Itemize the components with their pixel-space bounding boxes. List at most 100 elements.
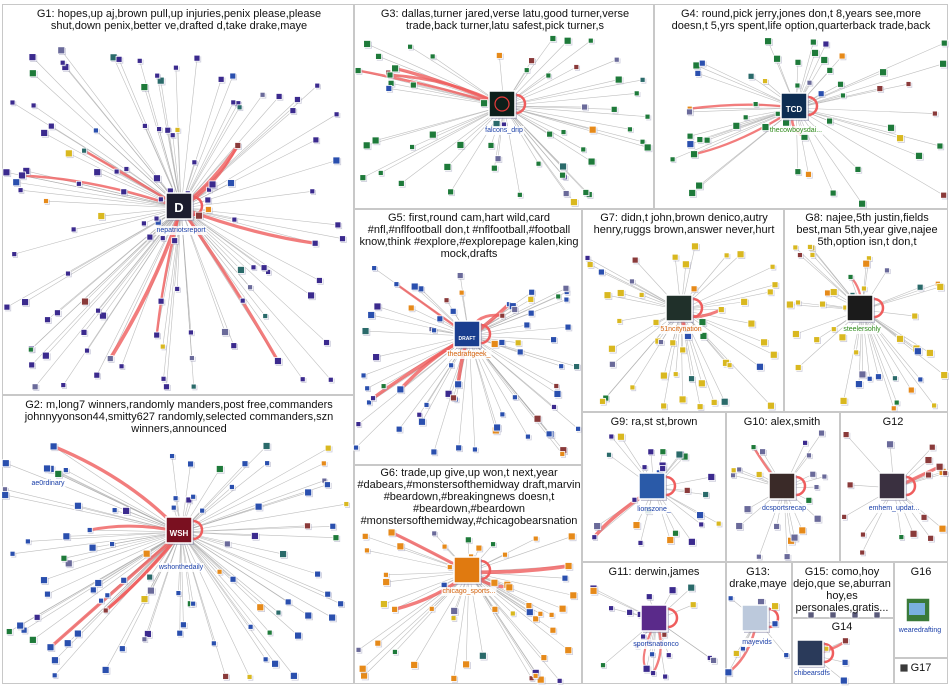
user-node bbox=[136, 57, 143, 64]
user-node bbox=[157, 196, 164, 203]
user-node bbox=[456, 272, 464, 279]
user-node bbox=[142, 122, 148, 129]
group-g3-cluster bbox=[354, 35, 653, 207]
user-node bbox=[75, 180, 82, 187]
user-node bbox=[284, 598, 292, 606]
hub-node-g14 bbox=[796, 639, 824, 667]
user-node bbox=[314, 82, 321, 89]
user-node bbox=[917, 376, 924, 383]
user-node bbox=[104, 592, 111, 599]
hub-label-nepatriotsreport: nepatriotsreport bbox=[155, 226, 207, 235]
user-node bbox=[665, 652, 672, 659]
user-node bbox=[794, 82, 801, 89]
user-node bbox=[153, 331, 161, 339]
user-node bbox=[614, 75, 623, 84]
user-node bbox=[92, 127, 99, 134]
user-node bbox=[679, 346, 687, 354]
user-node bbox=[490, 541, 496, 548]
user-node bbox=[332, 156, 341, 165]
user-node bbox=[819, 300, 826, 308]
user-node bbox=[698, 521, 705, 528]
user-node bbox=[93, 371, 101, 379]
user-node bbox=[27, 346, 34, 353]
user-node bbox=[717, 306, 725, 314]
user-node-g15 bbox=[851, 611, 859, 619]
user-node bbox=[60, 554, 68, 562]
user-node bbox=[752, 101, 759, 107]
user-node bbox=[256, 603, 265, 612]
user-node bbox=[294, 631, 303, 640]
user-node bbox=[140, 595, 149, 604]
user-node bbox=[581, 103, 588, 111]
user-node bbox=[639, 138, 646, 145]
user-node bbox=[141, 636, 148, 643]
user-node bbox=[205, 206, 212, 213]
user-node bbox=[73, 629, 82, 638]
user-node bbox=[661, 631, 668, 638]
hub-icon-draft: DRAFT bbox=[459, 336, 476, 342]
edge bbox=[47, 531, 182, 595]
user-node bbox=[40, 129, 49, 137]
user-node bbox=[88, 543, 97, 552]
edge bbox=[102, 207, 182, 316]
edge bbox=[795, 107, 863, 204]
user-node bbox=[546, 130, 554, 138]
user-node bbox=[689, 601, 697, 609]
user-node bbox=[271, 659, 280, 668]
user-node bbox=[458, 289, 465, 296]
user-node bbox=[12, 178, 21, 187]
user-node bbox=[839, 676, 848, 685]
user-node bbox=[545, 430, 553, 438]
user-node bbox=[573, 64, 580, 70]
user-node bbox=[146, 233, 154, 241]
edge bbox=[180, 531, 250, 678]
user-node bbox=[93, 168, 102, 177]
user-node bbox=[199, 507, 206, 514]
user-node bbox=[669, 156, 676, 163]
user-node bbox=[227, 179, 235, 187]
user-node bbox=[523, 321, 531, 329]
user-node bbox=[304, 611, 313, 620]
user-node bbox=[62, 532, 71, 541]
user-node bbox=[329, 522, 337, 530]
edge bbox=[180, 503, 347, 533]
user-node bbox=[743, 505, 752, 514]
user-node bbox=[688, 189, 697, 197]
user-node bbox=[362, 141, 371, 150]
user-node bbox=[927, 534, 935, 542]
user-node bbox=[307, 291, 315, 300]
user-node bbox=[86, 527, 93, 533]
user-node bbox=[597, 268, 605, 276]
strong-edge bbox=[179, 207, 280, 362]
user-node bbox=[84, 347, 90, 354]
user-node bbox=[582, 189, 590, 196]
user-node bbox=[715, 520, 722, 527]
user-node bbox=[323, 339, 330, 346]
user-node bbox=[275, 609, 282, 616]
group-panel-border bbox=[354, 209, 582, 465]
user-node bbox=[553, 383, 560, 389]
user-node-g17 bbox=[899, 663, 909, 673]
user-node bbox=[222, 673, 230, 680]
hub-label-wearedrafting: wearedrafting bbox=[897, 626, 943, 635]
user-node bbox=[502, 551, 508, 558]
user-node bbox=[925, 349, 934, 357]
hub-label-mayevids: mayevids bbox=[741, 638, 773, 647]
user-node bbox=[514, 339, 522, 347]
user-node bbox=[230, 342, 238, 350]
user-node bbox=[563, 296, 570, 303]
user-node bbox=[805, 496, 813, 504]
user-node bbox=[175, 590, 182, 596]
user-node bbox=[905, 81, 912, 87]
user-node bbox=[896, 134, 904, 143]
group-g8-cluster bbox=[785, 244, 949, 413]
edge bbox=[12, 531, 182, 555]
user-node bbox=[397, 180, 405, 187]
hub-node-g7 bbox=[665, 294, 693, 322]
edge bbox=[795, 83, 909, 109]
user-node bbox=[377, 170, 384, 176]
user-node bbox=[936, 282, 945, 291]
user-node bbox=[328, 613, 337, 622]
user-node bbox=[898, 534, 905, 540]
user-node bbox=[89, 586, 97, 594]
